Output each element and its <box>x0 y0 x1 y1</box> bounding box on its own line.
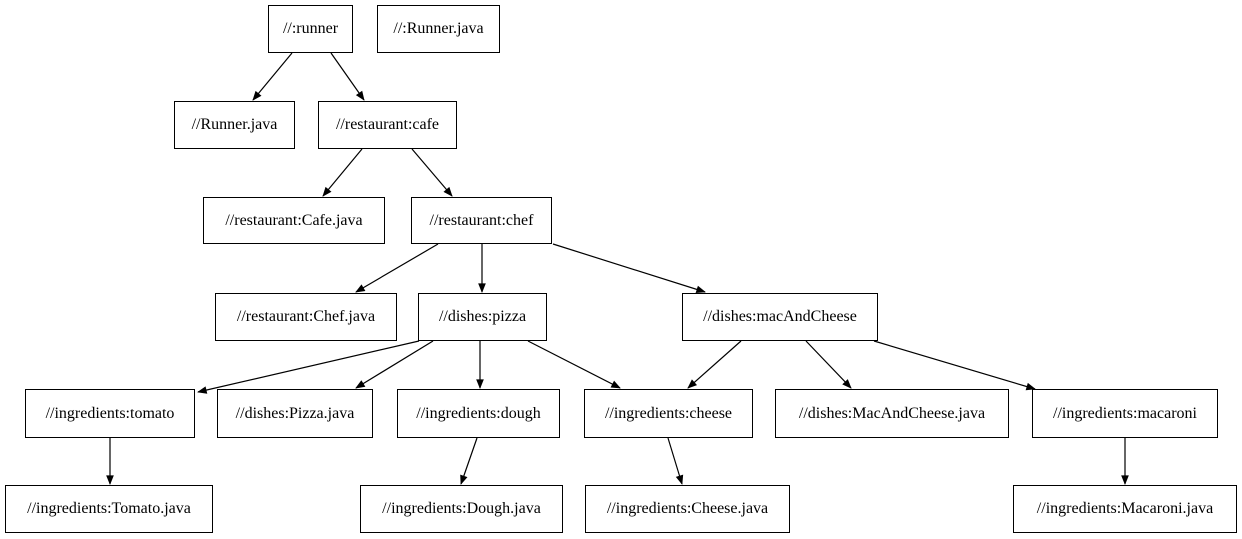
graph-node-mac-and-cheese-java: //dishes:MacAndCheese.java <box>775 389 1009 438</box>
edge-chef-to-chef-java <box>355 243 439 293</box>
edge-mac-and-cheese-to-macaroni <box>873 340 1036 391</box>
graph-node-macaroni: //ingredients:macaroni <box>1032 389 1218 438</box>
graph-node-runner-src: //:Runner.java <box>377 5 500 53</box>
graph-node-cafe-java: //restaurant:Cafe.java <box>203 197 385 244</box>
graph-node-cheese: //ingredients:cheese <box>584 389 753 438</box>
edge-pizza-to-cheese <box>527 340 621 389</box>
graph-node-runner-java: //Runner.java <box>174 101 295 149</box>
edge-cafe-to-chef <box>411 148 453 197</box>
graph-node-pizza-java: //dishes:Pizza.java <box>217 389 373 438</box>
graph-node-chef-java: //restaurant:Chef.java <box>215 293 397 341</box>
graph-node-tomato: //ingredients:tomato <box>25 389 195 438</box>
graph-node-mac-and-cheese: //dishes:macAndCheese <box>682 293 878 341</box>
graph-node-pizza: //dishes:pizza <box>418 293 547 341</box>
graph-node-dough-java: //ingredients:Dough.java <box>360 485 563 533</box>
graph-node-dough: //ingredients:dough <box>397 389 560 438</box>
edge-runner-to-cafe <box>330 52 365 101</box>
edge-mac-and-cheese-to-cheese <box>687 340 742 389</box>
graph-node-chef: //restaurant:chef <box>411 197 552 244</box>
graph-node-cafe: //restaurant:cafe <box>318 101 457 149</box>
graph-node-runner: //:runner <box>268 5 353 53</box>
graph-node-cheese-java: //ingredients:Cheese.java <box>585 485 790 533</box>
edge-pizza-to-tomato <box>197 340 420 394</box>
edges-group <box>106 52 1129 485</box>
edge-dough-to-dough-java <box>460 437 478 485</box>
edge-cheese-to-cheese-java <box>667 437 684 485</box>
graph-node-macaroni-java: //ingredients:Macaroni.java <box>1013 485 1237 533</box>
edge-cafe-to-cafe-java <box>322 148 363 197</box>
edge-mac-and-cheese-to-mac-and-cheese-java <box>805 340 852 389</box>
graph-node-tomato-java: //ingredients:Tomato.java <box>5 485 213 533</box>
edge-runner-to-runner-java <box>252 52 293 101</box>
edge-pizza-to-pizza-java <box>355 340 434 389</box>
edge-chef-to-mac-and-cheese <box>552 243 706 294</box>
